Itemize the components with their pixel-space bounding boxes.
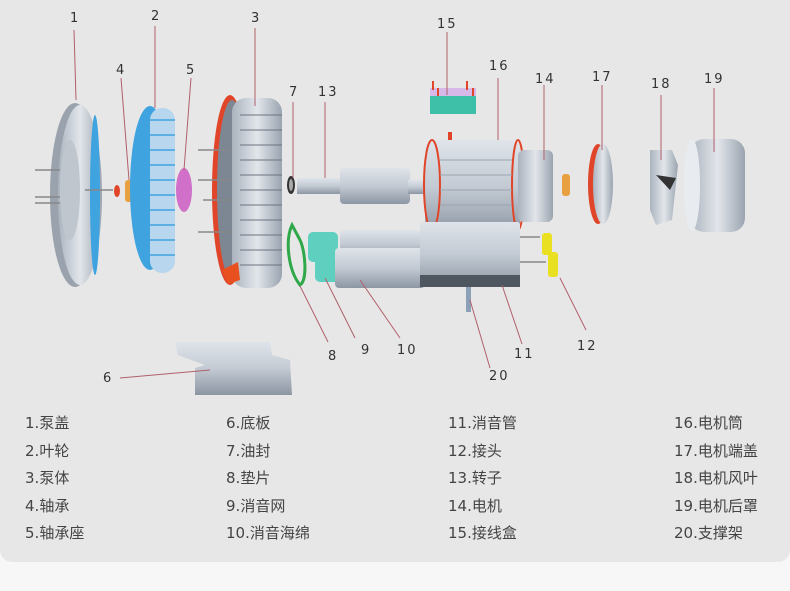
label-15: 15 bbox=[437, 17, 458, 32]
legend-item: 19.电机后罩 bbox=[674, 496, 758, 515]
label-5: 5 bbox=[186, 63, 196, 78]
legend-item: 12.接头 bbox=[448, 441, 502, 460]
legend-item: 6.底板 bbox=[226, 414, 271, 432]
legend-item: 5.轴承座 bbox=[25, 524, 85, 542]
label-14: 14 bbox=[535, 72, 556, 87]
part-junction-box bbox=[430, 81, 476, 114]
label-19: 19 bbox=[704, 72, 725, 87]
legend-item: 14.电机 bbox=[448, 496, 502, 515]
label-11: 11 bbox=[514, 347, 535, 362]
legend-item: 8.垫片 bbox=[226, 469, 271, 487]
legend-item: 3.泵体 bbox=[25, 469, 70, 487]
label-16: 16 bbox=[489, 59, 510, 74]
legend-item: 11.消音管 bbox=[448, 414, 517, 432]
parts-legend: 1.泵盖 2.叶轮 3.泵体 4.轴承 5.轴承座 6.底板 7.油封 8.垫片… bbox=[0, 410, 790, 550]
part-silencer bbox=[308, 222, 520, 288]
part-support bbox=[466, 287, 471, 312]
part-motor-end-cover bbox=[562, 144, 613, 224]
legend-column-3: 11.消音管 12.接头 13.转子 14.电机 15.接线盒 bbox=[448, 410, 517, 548]
legend-column-2: 6.底板 7.油封 8.垫片 9.消音网 10.消音海绵 bbox=[226, 410, 310, 548]
legend-item: 2.叶轮 bbox=[25, 441, 70, 460]
part-oil-seal bbox=[287, 176, 295, 194]
label-9: 9 bbox=[361, 343, 371, 358]
label-20: 20 bbox=[489, 369, 510, 384]
part-number-labels: 1 2 3 4 5 6 7 8 9 10 11 12 13 14 15 16 1… bbox=[70, 9, 725, 386]
legend-item: 17.电机端盖 bbox=[674, 441, 758, 460]
label-17: 17 bbox=[592, 70, 613, 85]
label-18: 18 bbox=[651, 77, 672, 92]
legend-column-1: 1.泵盖 2.叶轮 3.泵体 4.轴承 5.轴承座 bbox=[25, 410, 84, 548]
part-bearing-seat bbox=[176, 168, 192, 212]
leader-lines bbox=[73, 26, 715, 379]
exploded-diagram: 1 2 3 4 5 6 7 8 9 10 11 12 13 14 15 16 1… bbox=[35, 9, 745, 395]
legend-item: 4.轴承 bbox=[25, 496, 70, 515]
part-rotor bbox=[297, 168, 438, 204]
label-6: 6 bbox=[103, 371, 113, 386]
label-2: 2 bbox=[151, 9, 161, 24]
legend-item: 9.消音网 bbox=[226, 496, 286, 515]
part-base-plate bbox=[175, 342, 292, 395]
label-13: 13 bbox=[318, 85, 339, 100]
legend-item: 20.支撑架 bbox=[674, 524, 743, 542]
legend-item: 10.消音海绵 bbox=[226, 524, 310, 542]
label-4: 4 bbox=[116, 63, 126, 78]
part-pump-cover bbox=[35, 103, 120, 287]
legend-column-4: 16.电机筒 17.电机端盖 18.电机风叶 19.电机后罩 20.支撑架 bbox=[674, 410, 758, 548]
label-8: 8 bbox=[328, 349, 338, 364]
label-1: 1 bbox=[70, 11, 80, 26]
legend-item: 7.油封 bbox=[226, 441, 271, 460]
part-motor bbox=[423, 132, 553, 235]
legend-item: 1.泵盖 bbox=[25, 414, 70, 432]
part-impeller bbox=[130, 106, 175, 273]
legend-item: 16.电机筒 bbox=[674, 414, 743, 432]
part-pump-body bbox=[198, 95, 282, 288]
legend-item: 18.电机风叶 bbox=[674, 469, 758, 487]
label-12: 12 bbox=[577, 339, 598, 354]
legend-item: 15.接线盒 bbox=[448, 524, 517, 542]
label-3: 3 bbox=[251, 11, 261, 26]
part-motor-rear-cover bbox=[684, 139, 745, 232]
legend-item: 13.转子 bbox=[448, 469, 502, 487]
label-10: 10 bbox=[397, 343, 418, 358]
label-7: 7 bbox=[289, 85, 299, 100]
part-gasket bbox=[286, 221, 307, 287]
part-connectors bbox=[520, 233, 558, 277]
exploded-view-panel: 1 2 3 4 5 6 7 8 9 10 11 12 13 14 15 16 1… bbox=[0, 0, 790, 562]
part-motor-fan bbox=[650, 150, 678, 225]
